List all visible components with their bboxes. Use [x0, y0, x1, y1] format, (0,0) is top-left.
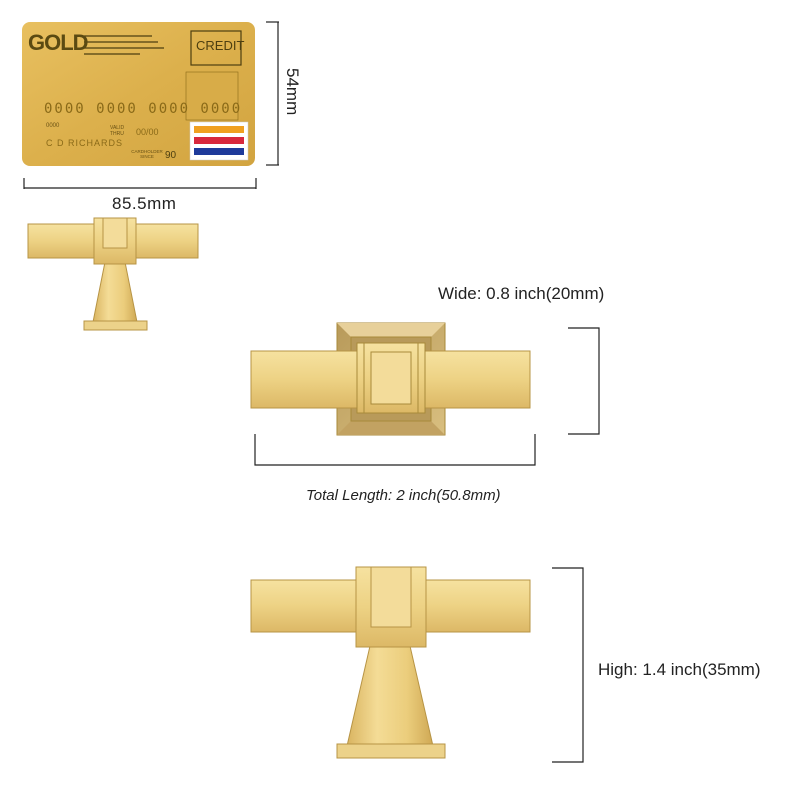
card-width-label: 85.5mm — [112, 194, 177, 213]
wide-label: Wide: 0.8 inch(20mm) — [438, 284, 605, 303]
card-small-number-text: 0000 — [46, 123, 60, 129]
credit-label-box — [190, 30, 242, 66]
height-dimension-bracket — [552, 567, 584, 763]
high-label: High: 1.4 inch(35mm) — [598, 660, 761, 679]
knob-top-view — [250, 322, 531, 436]
card-number-text: 0000 0000 0000 0000 — [44, 101, 243, 117]
credit-card — [22, 22, 255, 166]
card-height-label: 54mm — [283, 68, 302, 116]
card-brand-text: GOLD — [28, 30, 89, 55]
card-header-lines — [84, 35, 164, 55]
wide-dimension-bracket — [568, 327, 600, 435]
card-height-dimension — [266, 21, 279, 166]
card-valid-thru-text: VALID THRU — [110, 125, 125, 137]
length-dimension-bracket — [254, 434, 536, 466]
total-length-label: Total Length: 2 inch(50.8mm) — [306, 487, 501, 504]
card-stripes-panel — [189, 121, 249, 161]
card-type-text: CREDIT — [196, 38, 245, 53]
card-hologram — [185, 71, 239, 121]
small-knob-side-view — [27, 217, 199, 331]
card-expiry-text: 00/00 — [136, 127, 159, 137]
card-holder-text: C D RICHARDS — [46, 138, 124, 148]
card-since-year-text: 90 — [165, 150, 177, 161]
card-holder-since-text: CARDHOLDER SINCE — [131, 149, 163, 159]
card-width-dimension — [23, 178, 257, 189]
knob-front-view — [250, 566, 531, 759]
